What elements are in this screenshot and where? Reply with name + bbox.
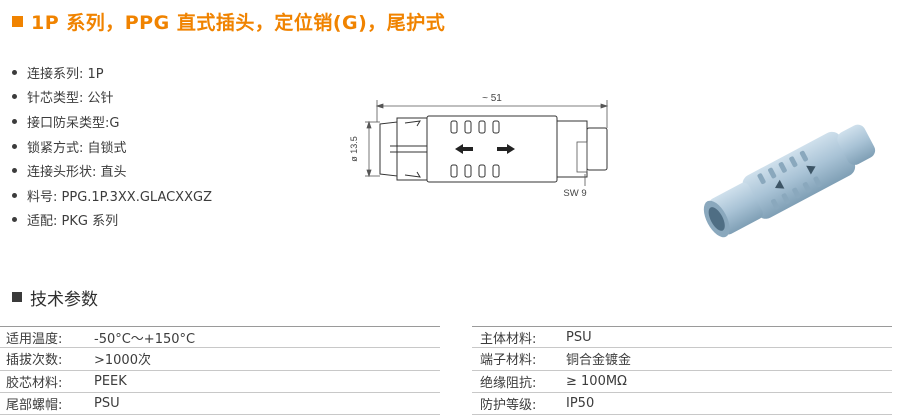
connector-photo <box>703 124 876 238</box>
spec-item: 接口防呆类型:G <box>12 109 212 134</box>
spec-list: 连接系列: 1P 针芯类型: 公针 接口防呆类型:G 锁紧方式: 自锁式 连接头… <box>12 60 212 232</box>
param-value: ≥ 100MΩ <box>566 373 627 389</box>
spec-item: 连接系列: 1P <box>12 60 212 85</box>
bullet-icon <box>12 217 17 223</box>
spec-item: 锁紧方式: 自锁式 <box>12 134 212 159</box>
bullet-icon <box>12 168 17 174</box>
diameter-label: ø 13.5 <box>349 136 359 162</box>
param-value: PEEK <box>94 373 127 389</box>
param-value: >1000次 <box>94 353 151 369</box>
table-row: 胶芯材料: PEEK <box>0 371 440 393</box>
param-value: 铜合金镀金 <box>566 353 632 369</box>
connector-body <box>703 124 876 238</box>
diameter-dimension <box>365 120 380 178</box>
sw-leader <box>576 141 588 186</box>
section-heading: 技术参数 <box>12 285 98 310</box>
arrow-icons <box>455 144 515 154</box>
param-value: PSU <box>566 329 592 345</box>
technical-drawing: ~ 51 ø 13.5 SW 9 <box>349 93 609 199</box>
table-row: 尾部螺帽: PSU <box>0 393 440 415</box>
param-label: 主体材料: <box>480 331 537 347</box>
spec-text: 接口防呆类型:G <box>27 115 120 131</box>
length-label: ~ 51 <box>482 93 502 104</box>
bullet-icon <box>12 94 17 100</box>
connector-outline <box>379 115 608 183</box>
bullet-icon <box>12 143 17 149</box>
spec-text: 连接系列: 1P <box>27 66 104 82</box>
table-row: 插拔次数: >1000次 <box>0 348 440 371</box>
table-row: 主体材料: PSU <box>472 326 892 349</box>
table-row: 防护等级: IP50 <box>472 393 892 415</box>
table-row: 端子材料: 铜合金镀金 <box>472 348 892 371</box>
spec-item: 料号: PPG.1P.3XX.GLACXXGZ <box>12 183 212 208</box>
param-label: 端子材料: <box>480 353 537 369</box>
param-value: -50°C～+150°C <box>94 331 196 347</box>
spec-text: 连接头形状: 直头 <box>27 165 127 181</box>
bullet-icon <box>12 192 17 198</box>
param-label: 胶芯材料: <box>6 375 63 391</box>
spec-text: 锁紧方式: 自锁式 <box>27 140 127 156</box>
spec-text: 针芯类型: 公针 <box>27 91 114 107</box>
param-label: 绝缘阻抗: <box>480 375 537 391</box>
param-label: 插拔次数: <box>6 353 63 369</box>
length-dimension <box>375 100 609 128</box>
section-marker <box>12 292 22 302</box>
sw-label: SW 9 <box>563 188 586 199</box>
table-row: 绝缘阻抗: ≥ 100MΩ <box>472 371 892 393</box>
param-value: IP50 <box>566 395 595 411</box>
spec-item: 连接头形状: 直头 <box>12 158 212 183</box>
table-row: 适用温度: -50°C～+150°C <box>0 326 440 349</box>
spec-text: 料号: PPG.1P.3XX.GLACXXGZ <box>27 189 212 205</box>
params-left-table: 适用温度:-50°C～+150°C 插拔次数:>1000次 胶芯材料:PEEK … <box>0 326 440 415</box>
spec-item: 适配: PKG 系列 <box>12 208 212 233</box>
section-title: 技术参数 <box>30 289 98 310</box>
param-label: 尾部螺帽: <box>6 397 63 413</box>
spec-text: 适配: PKG 系列 <box>27 214 119 230</box>
spec-item: 针芯类型: 公针 <box>12 85 212 110</box>
param-value: PSU <box>94 395 120 411</box>
title-marker <box>12 15 23 27</box>
param-label: 防护等级: <box>480 397 537 413</box>
bullet-icon <box>12 69 17 75</box>
product-title: 1P 系列，PPG 直式插头，定位销(G)，尾护式 <box>12 8 445 34</box>
bullet-icon <box>12 118 17 124</box>
title-text: 1P 系列，PPG 直式插头，定位销(G)，尾护式 <box>31 11 446 34</box>
params-right-table: 主体材料: PSU 端子材料: 铜合金镀金 绝缘阻抗: ≥ 100MΩ 防护等级: IP… <box>472 326 892 415</box>
param-label: 适用温度: <box>6 331 63 347</box>
